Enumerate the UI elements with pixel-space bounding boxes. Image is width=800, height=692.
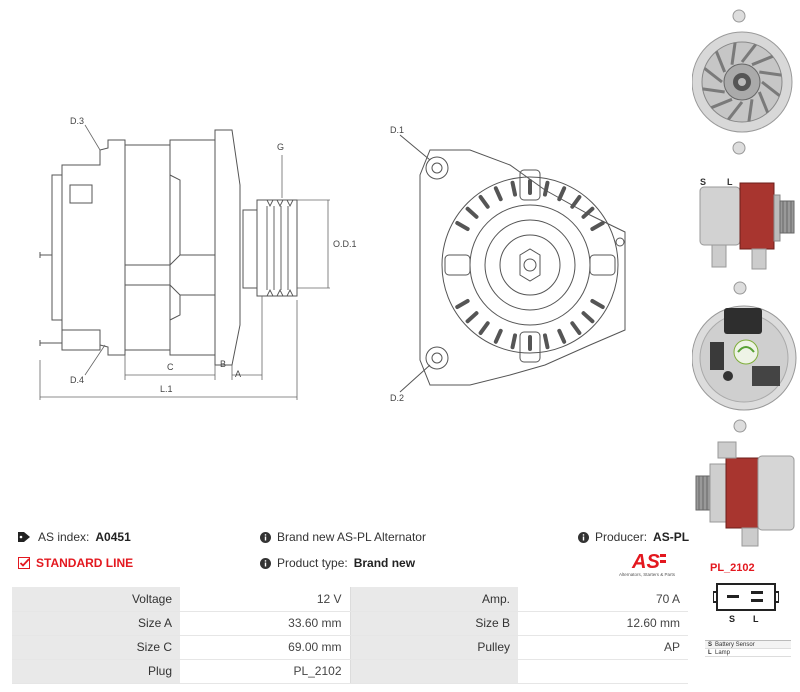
info-icon — [260, 557, 271, 569]
product-type-value: Brand new — [353, 556, 416, 570]
brand-logo-mark: AS — [631, 551, 666, 573]
spec-label: Plug — [12, 659, 180, 684]
spec-label: Size B — [349, 611, 518, 636]
spec-label: Voltage — [12, 587, 180, 612]
pin-legend-row: L Lamp — [705, 649, 791, 657]
spec-label: Size C — [12, 635, 180, 660]
pin-desc: Lamp — [715, 649, 731, 656]
label-d1: D.1 — [390, 125, 404, 135]
product-photo-front[interactable] — [691, 2, 800, 162]
product-description: Brand new AS-PL Alternator — [277, 530, 426, 544]
brand-tagline: Alternators, Starters & Parts — [618, 572, 676, 577]
product-type-label: Product type: — [277, 556, 348, 570]
producer-row: Producer: AS-PL — [578, 530, 689, 544]
product-type-row: Product type: Brand new — [260, 556, 415, 570]
spec-value: 69.00 mm — [180, 635, 350, 660]
spec-value: 12 V — [180, 587, 350, 612]
label-od1: O.D.1 — [333, 239, 357, 249]
standard-line-row: STANDARD LINE — [18, 556, 133, 570]
plug-pin-l: L — [753, 614, 759, 622]
spec-value: AP — [518, 635, 688, 660]
plug-pin-s: S — [729, 614, 735, 622]
front-view-drawing — [399, 134, 626, 393]
label-c: C — [167, 362, 174, 372]
label-d2: D.2 — [390, 393, 404, 403]
plug-code: PL_2102 — [710, 562, 755, 574]
producer-value: AS-PL — [653, 530, 690, 544]
plug-diagram: S L — [713, 583, 779, 622]
spec-value: PL_2102 — [180, 659, 350, 684]
svg-text:AS: AS — [631, 551, 660, 572]
spec-value: 12.60 mm — [518, 611, 688, 636]
label-g: G — [277, 142, 284, 152]
as-index-row: AS index: A0451 — [18, 530, 131, 544]
description-row: Brand new AS-PL Alternator — [260, 530, 426, 544]
technical-drawing: D.3 D.4 G O.D.1 C B A L.1 D.1 D.2 — [39, 116, 626, 403]
info-icon — [578, 531, 589, 543]
brand-logo: AS Alternators, Starters & Parts — [612, 550, 682, 580]
label-a: A — [235, 369, 241, 379]
pin-key: L — [708, 649, 712, 656]
spec-value — [518, 659, 688, 684]
product-photo-side[interactable]: S L — [692, 165, 800, 275]
standard-line-label: STANDARD LINE — [36, 556, 134, 570]
label-d4: D.4 — [70, 375, 84, 385]
spec-value: 33.60 mm — [180, 611, 350, 636]
producer-label: Producer: — [595, 530, 648, 544]
label-d3: D.3 — [70, 116, 84, 126]
info-icon — [260, 531, 271, 543]
as-index-label: AS index: — [38, 530, 90, 544]
checkbox-checked-icon — [18, 557, 30, 569]
label-l1: L.1 — [160, 384, 173, 394]
product-photo-angle[interactable] — [692, 438, 800, 550]
label-b: B — [220, 359, 226, 369]
pin-legend: S Battery Sensor L Lamp — [705, 640, 791, 657]
side-view-drawing — [39, 129, 298, 366]
spec-label — [349, 659, 518, 684]
photo-pin-l-label: L — [727, 177, 733, 187]
spec-label: Size A — [12, 611, 180, 636]
photo-pin-s-label: S — [700, 177, 707, 187]
product-photo-rear[interactable] — [691, 280, 800, 435]
spec-label: Pulley — [349, 635, 518, 660]
spec-value: 70 A — [518, 587, 688, 612]
pin-desc: Battery Sensor — [715, 641, 755, 648]
pin-legend-row: S Battery Sensor — [705, 641, 791, 649]
pin-key: S — [708, 641, 713, 648]
tag-icon — [18, 532, 30, 542]
spec-label: Amp. — [349, 587, 518, 612]
as-index-value: A0451 — [95, 530, 131, 544]
